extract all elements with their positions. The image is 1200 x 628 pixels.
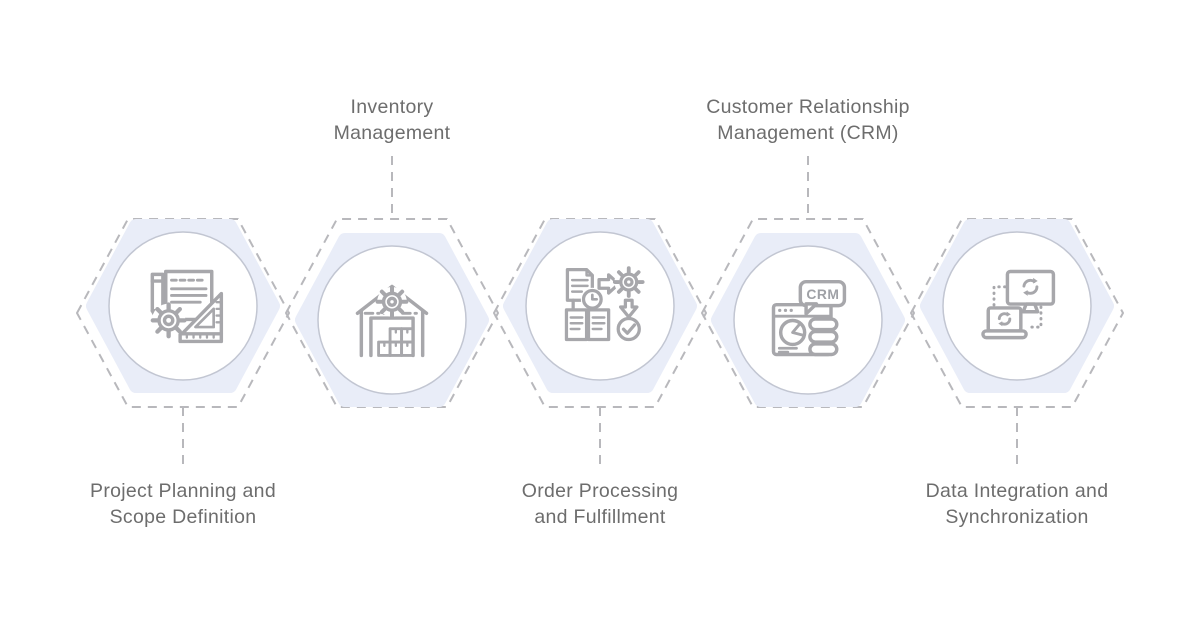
step-label-1: Project Planning and Scope Definition (33, 478, 333, 530)
step-label-2-line-2: Management (333, 122, 451, 144)
circle-step-5 (942, 231, 1092, 381)
dashed-hexagons (76, 218, 1124, 408)
label-connectors (182, 156, 1018, 468)
step-label-1-line-1: Project Planning and (90, 480, 276, 502)
step-label-5: Data Integration and Synchronization (867, 478, 1167, 530)
step-label-4: Customer Relationship Management (CRM) (658, 94, 958, 146)
dashed-hexagon-step-2 (285, 218, 499, 408)
step-label-3-line-2: and Fulfillment (534, 506, 666, 528)
step-label-2-line-1: Inventory (350, 96, 434, 118)
step-label-1-line-2: Scope Definition (109, 506, 257, 528)
crm-bubble-text: CRM (806, 286, 839, 302)
step-label-4-line-2: Management (CRM) (717, 122, 899, 144)
circle-step-4 (733, 245, 883, 395)
data-sync-icon (971, 260, 1063, 352)
step-label-3-line-1: Order Processing (521, 480, 679, 502)
circle-step-2 (317, 245, 467, 395)
warehouse-icon (346, 274, 438, 366)
step-label-3: Order Processing and Fulfillment (450, 478, 750, 530)
dashed-hexagon-step-3 (493, 218, 707, 408)
project-planning-icon (137, 260, 229, 352)
order-processing-icon (554, 260, 646, 352)
step-label-4-line-1: Customer Relationship (706, 96, 910, 118)
dashed-hexagon-step-1 (76, 218, 290, 408)
step-label-5-line-1: Data Integration and (925, 480, 1109, 502)
crm-icon: CRM (762, 274, 854, 366)
step-label-5-line-2: Synchronization (945, 506, 1089, 528)
step-label-2: Inventory Management (242, 94, 542, 146)
dashed-hexagon-step-4 (701, 218, 915, 408)
dashed-hexagon-step-5 (910, 218, 1124, 408)
